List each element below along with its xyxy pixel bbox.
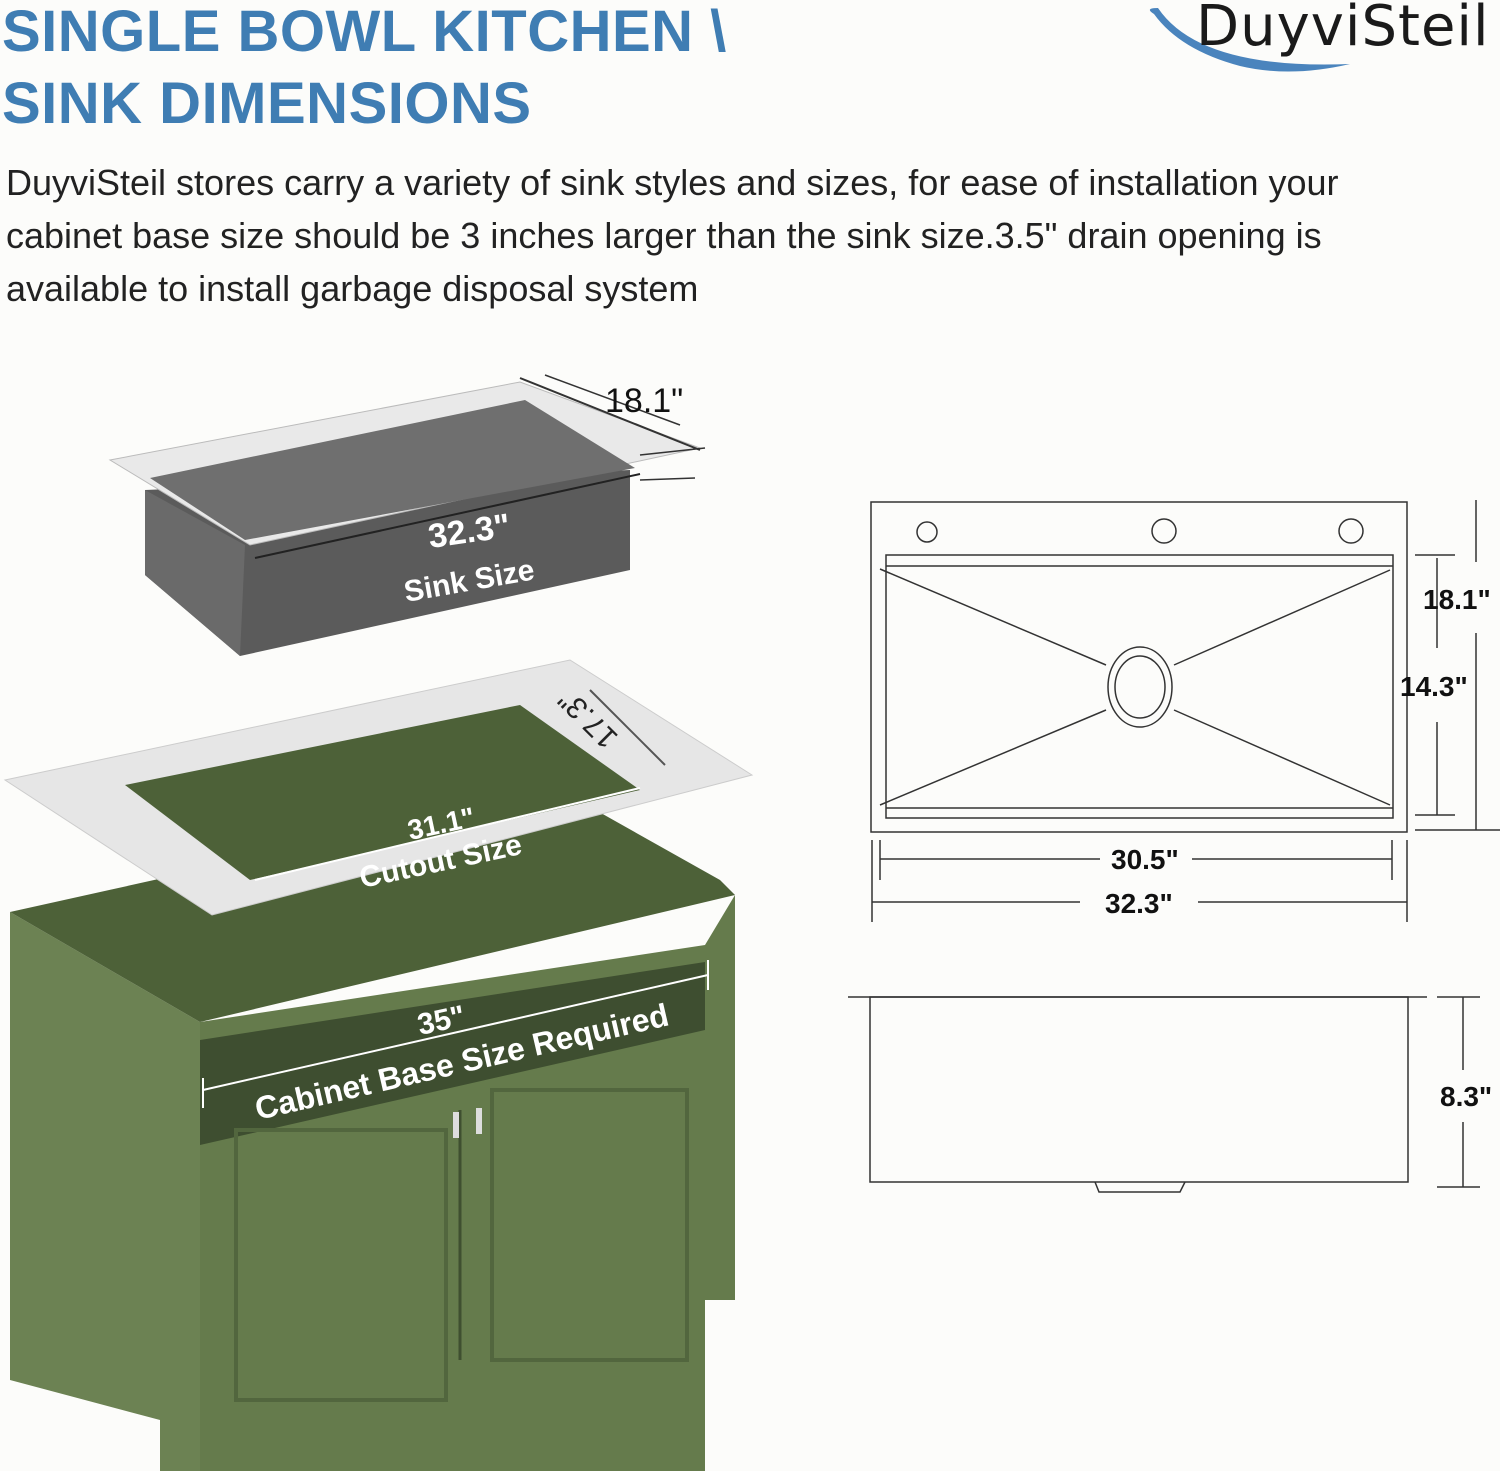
description-text: DuyviSteil stores carry a variety of sin…: [6, 162, 1339, 309]
title-line-2: SINK DIMENSIONS: [2, 71, 532, 136]
title-line-1: SINGLE BOWL KITCHEN \: [2, 0, 727, 64]
drain-outlet-icon: [1094, 1181, 1186, 1193]
bowl-width-label: 30.5": [1111, 844, 1179, 875]
height-label: 8.3": [1440, 1081, 1492, 1112]
outer-depth-label: 18.1": [1423, 584, 1491, 615]
drain-icon: [1107, 646, 1173, 728]
countertop-illustration: 31.1" Cutout Size 17.3": [3, 659, 754, 916]
bowl-depth-label: 14.3": [1400, 671, 1468, 702]
faucet-hole-icon: [916, 521, 938, 543]
outer-width-label: 32.3": [1105, 888, 1173, 919]
faucet-hole-icon: [1338, 518, 1364, 544]
sink-depth-label: 18.1": [605, 382, 683, 420]
sink-top-view: [870, 500, 1500, 922]
page-title: SINGLE BOWL KITCHEN \ SINK DIMENSIONS: [2, 0, 727, 140]
logo-text: DuyviSteil: [1196, 0, 1490, 59]
sink-side-view: [848, 996, 1480, 1193]
sink-3d-illustration: 18.1" 32.3" Sink Size: [108, 374, 706, 656]
cabinet-handle-icon: [453, 1112, 459, 1138]
faucet-hole-icon: [1151, 518, 1177, 544]
cabinet-illustration: 35" Cabinet Base Size Required: [10, 790, 735, 1471]
cabinet-handle-icon: [476, 1108, 482, 1134]
brand-logo: DuyviSteil: [1140, 0, 1500, 80]
logo-swoosh-icon: [1149, 8, 1350, 72]
